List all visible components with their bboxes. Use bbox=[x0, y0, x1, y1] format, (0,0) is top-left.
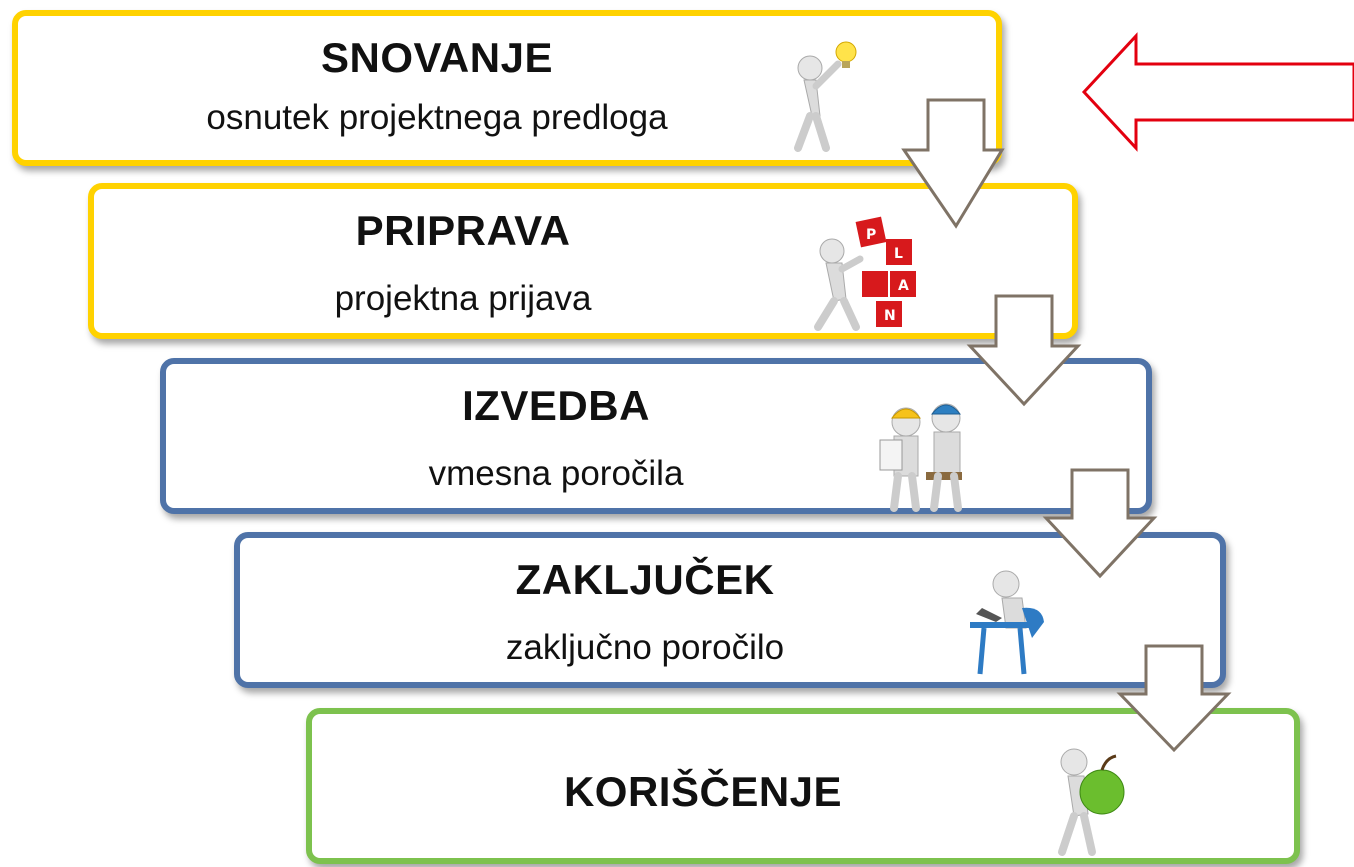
person-plan-blocks-icon: P L A N bbox=[814, 216, 916, 331]
stage-title: SNOVANJE bbox=[321, 34, 553, 81]
stage-zakljucek: ZAKLJUČEK zaključno poročilo bbox=[234, 532, 1226, 688]
svg-text:A: A bbox=[898, 278, 909, 294]
stage-subtitle: vmesna poročila bbox=[428, 454, 684, 493]
svg-text:N: N bbox=[884, 308, 896, 324]
workers-hardhat-icon bbox=[879, 403, 962, 512]
stage-subtitle: zaključno poročilo bbox=[505, 628, 785, 667]
stage-title: KORIŠČENJE bbox=[563, 768, 843, 815]
svg-text:L: L bbox=[894, 246, 903, 262]
person-lightbulb-icon bbox=[794, 41, 857, 152]
stage-title: ZAKLJUČEK bbox=[515, 556, 775, 603]
stage-subtitle: projektna prijava bbox=[334, 279, 592, 318]
stage-izvedba: IZVEDBA vmesna poročila bbox=[160, 358, 1152, 514]
stage-subtitle: osnutek projektnega predloga bbox=[206, 98, 668, 137]
stage-priprava: PRIPRAVA projektna prijava P L A N bbox=[88, 183, 1078, 339]
svg-text:P: P bbox=[866, 227, 876, 243]
left-arrow-icon bbox=[1081, 32, 1354, 152]
stage-title: IZVEDBA bbox=[462, 382, 650, 429]
stage-title: PRIPRAVA bbox=[355, 207, 571, 254]
stage-snovanje: SNOVANJE osnutek projektnega predloga bbox=[12, 10, 1002, 166]
stage-koriscenje: KORIŠČENJE bbox=[306, 708, 1300, 864]
person-apple-icon bbox=[1058, 748, 1125, 856]
person-laptop-desk-icon bbox=[970, 570, 1044, 675]
